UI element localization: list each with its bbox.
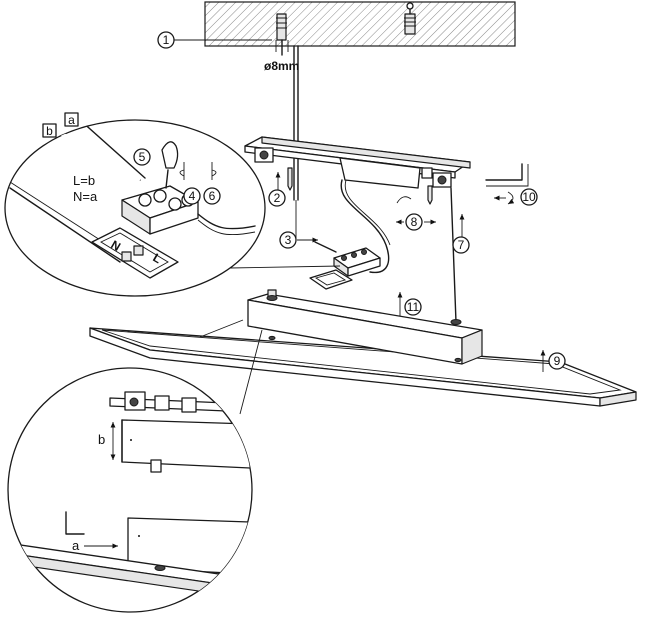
luminaire-body bbox=[89, 289, 637, 407]
step-1-callout: 1 bbox=[157, 31, 272, 49]
step-7-callout: 7 bbox=[452, 214, 470, 254]
wiring-rule-n: N=a bbox=[73, 189, 98, 204]
dimension-a-label: a bbox=[72, 538, 80, 553]
wiring-rule-l: L=b bbox=[73, 173, 95, 188]
step-5-callout: 5 bbox=[133, 148, 151, 166]
step-number-2: 2 bbox=[274, 191, 281, 205]
step-10-callout: 10 bbox=[494, 188, 538, 206]
label-b-box: b bbox=[42, 123, 57, 138]
steel-cable-right bbox=[450, 187, 457, 323]
step-number-9: 9 bbox=[554, 354, 561, 368]
step-number-10: 10 bbox=[522, 190, 536, 204]
step-3-callout: 3 bbox=[279, 200, 318, 249]
step-number-7: 7 bbox=[458, 238, 465, 252]
power-cord bbox=[340, 179, 391, 274]
step-8-callout: 8 bbox=[396, 213, 436, 231]
screw-icon bbox=[275, 167, 293, 191]
dimension-a: a bbox=[72, 538, 118, 553]
wiring-detail: b a L=b N=a N L 5 4 6 bbox=[4, 112, 341, 297]
label-a: a bbox=[68, 113, 75, 127]
label-b: b bbox=[46, 124, 53, 138]
dimension-b-label: b bbox=[98, 432, 105, 447]
suspension-cable bbox=[293, 45, 299, 201]
dimension-b: b bbox=[98, 422, 116, 460]
step-number-6: 6 bbox=[209, 189, 216, 203]
set-screw-icon bbox=[396, 185, 433, 205]
terminal-cover bbox=[309, 269, 353, 290]
wall-plug-icon bbox=[275, 13, 289, 56]
step-11-callout: 11 bbox=[397, 292, 422, 318]
ceiling-screw-icon bbox=[404, 2, 416, 35]
step-number-4: 4 bbox=[189, 189, 196, 203]
step-9-callout: 9 bbox=[540, 350, 566, 372]
step-6-callout: 6 bbox=[203, 162, 221, 205]
allen-key-icon bbox=[485, 163, 529, 187]
step-number-8: 8 bbox=[411, 215, 418, 229]
step-number-1: 1 bbox=[163, 33, 170, 47]
mounting-bracket bbox=[244, 136, 471, 189]
step-number-5: 5 bbox=[139, 150, 146, 164]
label-a-box: a bbox=[64, 112, 79, 127]
ceiling bbox=[204, 1, 516, 56]
terminal-block bbox=[314, 241, 381, 277]
drill-diameter-label: ø8mm bbox=[264, 59, 299, 73]
step-number-3: 3 bbox=[285, 233, 292, 247]
step-4-callout: 4 bbox=[179, 162, 201, 205]
step-number-11: 11 bbox=[407, 300, 420, 314]
height-detail: b a bbox=[7, 319, 263, 613]
step-2-callout: 2 bbox=[268, 189, 286, 207]
